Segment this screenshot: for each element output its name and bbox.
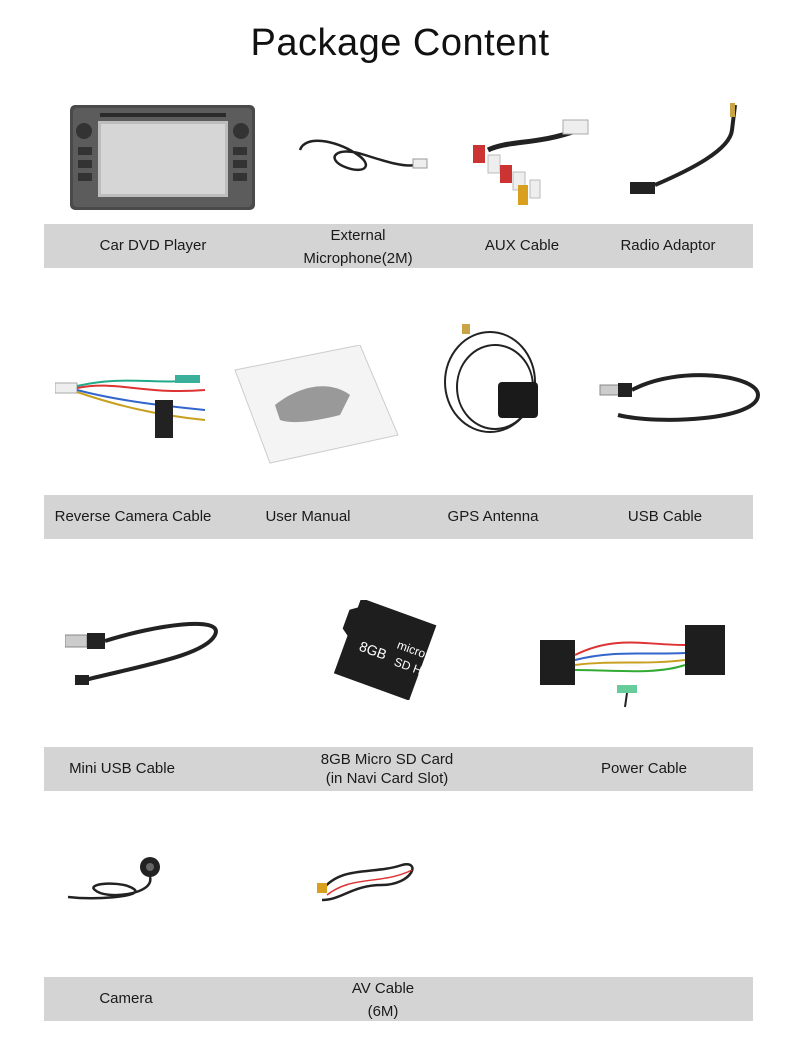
label-line: 8GB Micro SD Card [320, 751, 454, 768]
user-manual-icon [230, 345, 400, 465]
aux-cable-icon [468, 110, 593, 210]
item-label-power-cable: Power Cable [601, 760, 687, 777]
label-bar-row-2: Reverse Camera Cable User Manual GPS Ant… [44, 495, 753, 539]
label-bar-row-4: Camera AV Cable (6M) [44, 977, 753, 1021]
item-label-user-manual: User Manual [265, 508, 351, 525]
item-label-mini-usb-cable: Mini USB Cable [69, 760, 175, 777]
label-line: External [330, 227, 386, 244]
power-cable-icon [535, 615, 735, 715]
usb-cable-icon [598, 365, 768, 435]
item-label-external-microphone: External Microphone(2M) [303, 224, 412, 270]
item-label-gps-antenna: GPS Antenna [447, 508, 539, 525]
item-label-car-dvd-player: Car DVD Player [99, 237, 207, 254]
label-line: (in Navi Card Slot) [325, 770, 449, 787]
item-label-camera: Camera [99, 990, 153, 1007]
av-cable-icon [312, 855, 427, 910]
camera-icon [65, 855, 180, 910]
item-label-aux-cable: AUX Cable [484, 237, 560, 254]
reverse-camera-cable-icon [55, 365, 215, 445]
label-bar-row-1: Car DVD Player External Microphone(2M) A… [44, 224, 753, 268]
item-label-micro-sd-card: 8GB Micro SD Card (in Navi Card Slot) [321, 750, 454, 788]
label-line: AV Cable [351, 980, 415, 997]
item-label-av-cable: AV Cable (6M) [352, 977, 414, 1023]
microphone-icon [295, 125, 435, 185]
item-label-reverse-camera-cable: Reverse Camera Cable [54, 508, 212, 525]
item-label-radio-adaptor: Radio Adaptor [620, 237, 716, 254]
label-line: (6M) [367, 1003, 399, 1020]
mini-usb-cable-icon [65, 615, 225, 690]
label-bar-row-3: Mini USB Cable 8GB Micro SD Card (in Nav… [44, 747, 753, 791]
car-dvd-player-icon [70, 105, 255, 210]
radio-adaptor-icon [620, 100, 745, 210]
page-title: Package Content [250, 22, 550, 64]
item-label-usb-cable: USB Cable [627, 508, 703, 525]
gps-antenna-icon [440, 322, 560, 442]
label-line: Microphone(2M) [303, 250, 413, 267]
